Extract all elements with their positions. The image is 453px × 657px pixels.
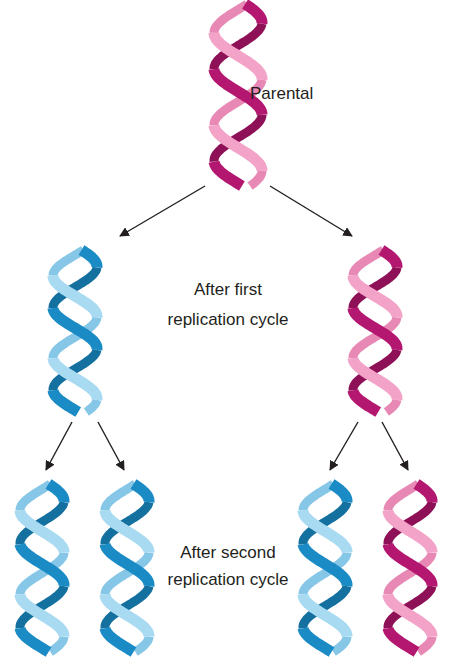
replication-arrow: [330, 422, 358, 470]
dna-strand: [214, 162, 242, 186]
dna-strand: [20, 511, 64, 553]
dna-strand: [333, 637, 347, 652]
dna-strand: [20, 628, 48, 652]
replication-arrow: [270, 186, 352, 236]
replication-arrow: [382, 422, 408, 470]
dna-strand: [353, 358, 397, 400]
dna-strand: [53, 276, 97, 318]
dna-strand: [417, 484, 432, 502]
dna-strand: [105, 484, 135, 511]
dna-strand: [105, 511, 149, 553]
dna-strand: [303, 595, 347, 637]
dna-strand: [134, 484, 149, 502]
dna-strand: [388, 544, 432, 586]
dna-strand: [53, 358, 97, 400]
dna-strand: [53, 390, 78, 412]
dna-strand: [105, 544, 149, 586]
dna-strand: [303, 544, 347, 586]
stage-label: Parental: [250, 83, 360, 105]
dna-strand: [250, 171, 262, 186]
dna-strand: [20, 544, 64, 586]
dna-strand: [353, 276, 397, 318]
dna-strand: [353, 308, 397, 350]
dna-strand: [388, 511, 432, 553]
dna-strand: [49, 484, 64, 502]
dna-strand: [53, 250, 83, 276]
stage-label: After first replication cycle: [163, 275, 293, 335]
dna-strand: [386, 400, 397, 412]
dna-strand: [332, 484, 347, 502]
dna-strand: [53, 308, 97, 350]
dna-strand: [105, 628, 133, 652]
dna-strand: [245, 4, 262, 24]
dna-strand: [82, 250, 97, 268]
dna-strand: [214, 33, 262, 80]
dna-strand: [353, 250, 383, 276]
dna-strand: [382, 250, 397, 268]
dna-strand: [418, 637, 432, 652]
dna-strand: [388, 484, 418, 511]
dna-strand: [135, 637, 149, 652]
dna-strand: [303, 484, 333, 511]
dna-strand: [50, 637, 64, 652]
dna-strand: [353, 390, 378, 412]
dna-strand: [105, 595, 149, 637]
dna-strand: [303, 511, 347, 553]
dna-strand: [388, 595, 432, 637]
replication-arrow: [98, 422, 124, 470]
dna-strand: [86, 400, 97, 412]
dna-strand: [20, 595, 64, 637]
replication-arrow: [120, 186, 205, 236]
replication-arrow: [46, 422, 72, 470]
stage-label: After second replication cycle: [163, 539, 293, 593]
dna-strand: [388, 628, 416, 652]
dna-strand: [20, 484, 50, 511]
dna-strand: [214, 4, 247, 33]
dna-strand: [303, 628, 331, 652]
dna-strand: [214, 125, 262, 170]
